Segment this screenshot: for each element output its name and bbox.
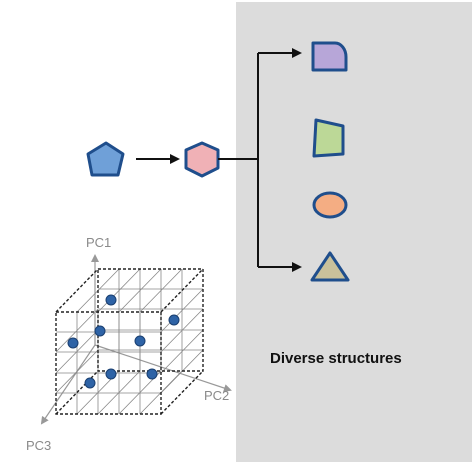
pca-cube: PC1 PC2 PC3 bbox=[26, 235, 232, 453]
data-point bbox=[67, 337, 79, 349]
pc2-axis bbox=[94, 344, 232, 392]
data-point bbox=[146, 368, 158, 380]
data-point bbox=[134, 335, 146, 347]
pc1-label: PC1 bbox=[86, 235, 111, 250]
data-point bbox=[168, 314, 180, 326]
half-round-icon bbox=[311, 41, 348, 72]
data-point bbox=[94, 325, 106, 337]
hexagon-icon bbox=[184, 141, 220, 178]
data-point bbox=[105, 294, 117, 306]
structures-panel bbox=[236, 2, 472, 462]
ellipse-icon bbox=[312, 191, 348, 219]
pc3-axis bbox=[40, 344, 96, 425]
pc2-label: PC2 bbox=[204, 388, 229, 403]
triangle-icon bbox=[310, 251, 350, 282]
pentagon-icon bbox=[86, 141, 125, 177]
branch-connector bbox=[218, 48, 302, 272]
diverse-structures-caption: Diverse structures bbox=[270, 350, 402, 367]
pc3-label: PC3 bbox=[26, 438, 51, 453]
sample-points bbox=[67, 294, 180, 389]
data-point bbox=[84, 377, 96, 389]
data-point bbox=[105, 368, 117, 380]
trapezoid-icon bbox=[312, 118, 345, 158]
